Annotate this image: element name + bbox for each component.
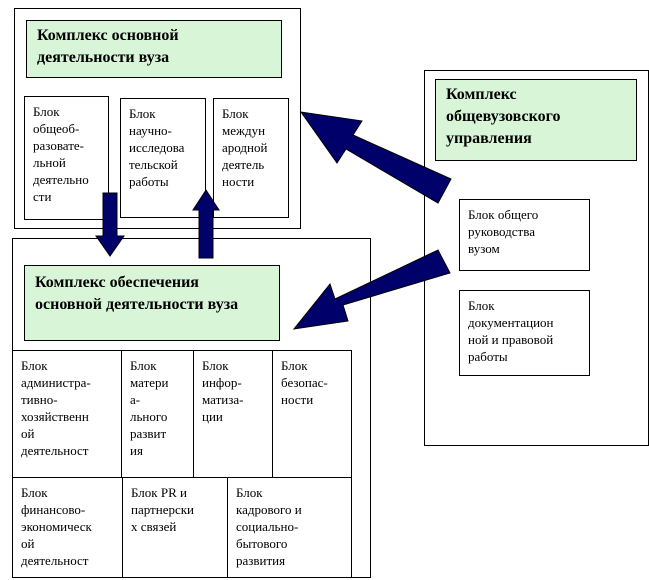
block-material-development-label: Блок матери а- льного развит ия <box>130 358 169 458</box>
block-general-leadership: Блок общего руководства вузом <box>459 199 590 271</box>
block-admin-economic-label: Блок администра- тивно- хозяйственн ой д… <box>21 358 91 458</box>
block-research-label: Блок научно- исследова тельской работы <box>129 106 185 189</box>
block-financial-economic-label: Блок финансово- экономическ ой деятельно… <box>21 485 92 568</box>
block-security-label: Блок безопас- ности <box>281 358 328 407</box>
block-material-development: Блок матери а- льного развит ия <box>121 350 194 478</box>
block-admin-economic: Блок администра- тивно- хозяйственн ой д… <box>12 350 122 478</box>
block-personnel-social-label: Блок кадрового и социально- бытового раз… <box>236 485 302 568</box>
block-documentation-legal: Блок документацион ной и правовой работы <box>459 290 590 376</box>
block-general-education: Блок общеоб- разовате- льной деятельно с… <box>24 96 109 220</box>
main-activity-title: Комплекс основной деятельности вуза <box>26 20 282 78</box>
block-documentation-legal-label: Блок документацион ной и правовой работы <box>468 298 554 364</box>
management-title-text: Комплекс общевузовского управления <box>446 86 561 147</box>
block-general-leadership-label: Блок общего руководства вузом <box>468 207 539 256</box>
support-title: Комплекс обеспечения основной деятельнос… <box>24 265 280 341</box>
arrow-to-support-icon <box>292 249 451 330</box>
block-general-education-label: Блок общеоб- разовате- льной деятельно с… <box>33 104 89 204</box>
block-personnel-social: Блок кадрового и социально- бытового раз… <box>227 477 352 578</box>
block-security: Блок безопас- ности <box>272 350 352 478</box>
block-informatization-label: Блок инфор- матиза- ции <box>202 358 244 424</box>
main-activity-title-text: Комплекс основной деятельности вуза <box>37 27 179 66</box>
block-pr-partnerships: Блок PR и партнерски х связей <box>122 477 228 578</box>
arrow-to-main-icon <box>299 111 452 204</box>
block-pr-partnerships-label: Блок PR и партнерски х связей <box>131 485 195 534</box>
arrow-up-icon <box>192 189 220 259</box>
block-research: Блок научно- исследова тельской работы <box>120 98 206 218</box>
support-title-text: Комплекс обеспечения основной деятельнос… <box>35 274 239 313</box>
block-international-label: Блок междун ародной деятель ности <box>222 106 268 189</box>
management-title: Комплекс общевузовского управления <box>435 79 637 161</box>
arrow-down-icon <box>95 192 125 257</box>
block-international: Блок междун ародной деятель ности <box>213 98 289 218</box>
